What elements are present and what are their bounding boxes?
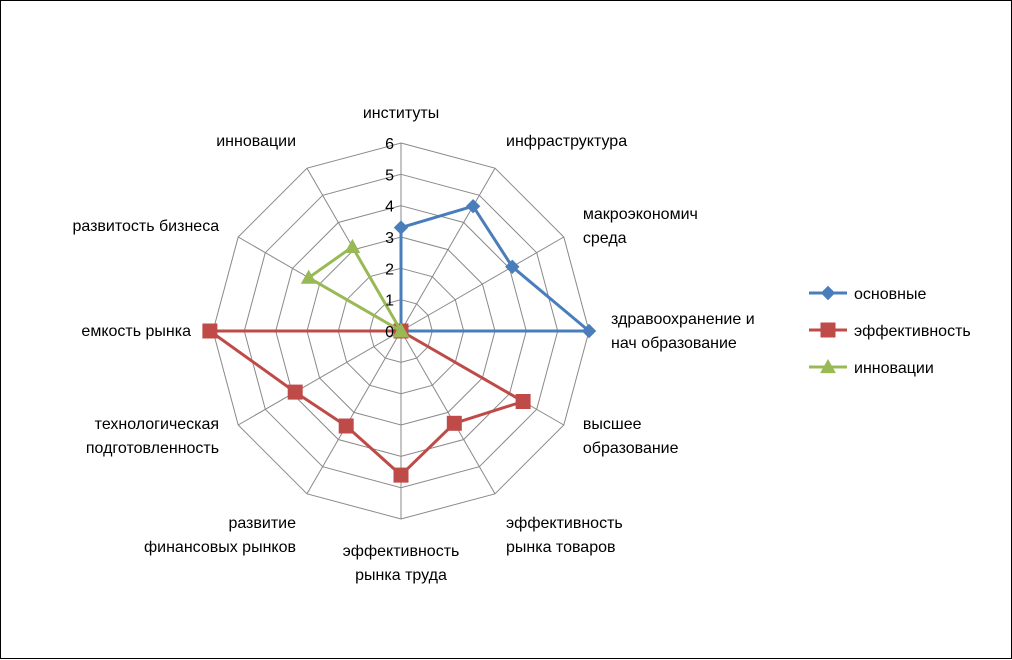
category-label: технологическая подготовленность: [86, 416, 219, 457]
category-label: эффективность рынка труда: [343, 543, 460, 584]
category-label-line: эффективность: [506, 515, 623, 532]
series-line: [399, 204, 591, 333]
category-label-line: инновации: [216, 133, 296, 150]
data-point: [338, 418, 354, 434]
legend-marker: [820, 358, 836, 374]
category-label: макроэкономич среда: [583, 206, 698, 247]
category-label-line: образование: [583, 440, 679, 457]
category-label-line: институты: [363, 105, 439, 122]
tick-label: 2: [385, 261, 394, 278]
data-point: [515, 394, 531, 409]
series-line: [307, 245, 403, 333]
tick-label: 0: [385, 324, 394, 341]
tick-label: 3: [385, 230, 394, 247]
category-label-line: макроэкономич: [583, 206, 698, 223]
category-label-line: рынка труда: [355, 567, 447, 584]
radar-series: [202, 198, 597, 483]
data-point: [300, 269, 317, 284]
category-label: высшее образование: [583, 416, 679, 457]
series-line: [208, 329, 525, 477]
category-label-line: финансовых рынков: [144, 539, 296, 556]
data-point: [393, 467, 409, 483]
legend-marker: [820, 322, 836, 338]
grid-spoke: [400, 236, 565, 332]
data-point: [393, 322, 409, 338]
category-label-line: нач образование: [611, 335, 737, 352]
data-point: [393, 220, 409, 235]
data-point: [287, 384, 303, 400]
category-label: инфраструктура: [506, 133, 627, 150]
category-label: развитость бизнеса: [72, 218, 219, 235]
category-label-line: развитие: [228, 515, 296, 532]
category-label-line: здравоохранение и: [611, 311, 755, 328]
category-label: инновации: [216, 133, 296, 150]
category-label-line: среда: [583, 230, 627, 247]
category-label-line: емкость рынка: [81, 323, 191, 340]
category-label: эффективность рынка товаров: [506, 515, 623, 556]
legend: основные эффективность инновации: [809, 285, 971, 377]
category-label: развитие финансовых рынков: [144, 515, 296, 556]
data-point: [465, 198, 481, 214]
data-point: [344, 238, 361, 253]
data-point: [581, 323, 597, 339]
tick-label: 4: [385, 199, 394, 216]
grid-spoke: [400, 167, 496, 332]
legend-label: основные: [854, 286, 926, 303]
tick-label: 5: [385, 167, 394, 184]
category-label: емкость рынка: [81, 323, 191, 340]
category-label-line: эффективность: [343, 543, 460, 560]
grid-spoke: [400, 330, 496, 495]
grid-spoke: [306, 330, 402, 495]
grid-spoke: [237, 330, 402, 426]
legend-label: инновации: [854, 360, 934, 377]
legend-marker: [820, 285, 836, 301]
legend-label: эффективность: [854, 323, 971, 340]
category-label: институты: [363, 105, 439, 122]
data-point: [202, 323, 218, 339]
data-point: [446, 415, 462, 431]
radial-ticks: 0 1 2 3 4 5 6: [385, 136, 394, 341]
category-label-line: подготовленность: [86, 440, 219, 457]
data-point: [505, 259, 520, 275]
category-labels: институты инфраструктура макроэкономич сред…: [72, 105, 754, 584]
category-label-line: высшее: [583, 416, 642, 433]
category-label-line: технологическая: [95, 416, 219, 433]
category-label-line: развитость бизнеса: [72, 218, 219, 235]
category-label-line: рынка товаров: [506, 539, 616, 556]
category-label-line: инфраструктура: [506, 133, 627, 150]
tick-label: 1: [385, 293, 394, 310]
tick-label: 6: [385, 136, 394, 153]
category-label: здравоохранение и нач образование: [611, 311, 755, 352]
